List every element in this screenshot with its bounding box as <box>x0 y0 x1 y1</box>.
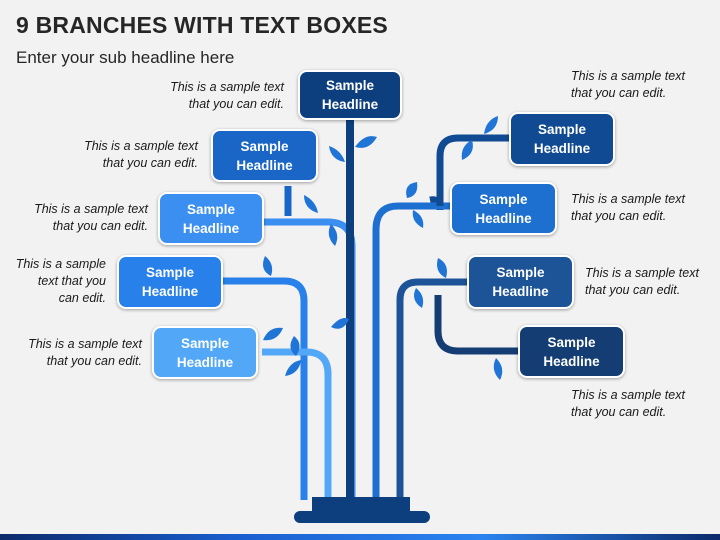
box-headline-line1: Sample <box>145 265 195 280</box>
branch-stem-7 <box>372 202 450 500</box>
leaf-icon <box>412 210 424 228</box>
leaf-icon <box>329 146 345 162</box>
box-headline-line2: Headline <box>176 354 234 370</box>
box-headline-line1: Sample <box>479 191 528 207</box>
box-headline-line1: Sample <box>496 265 545 280</box>
leaf-icon <box>263 256 273 276</box>
leaves <box>263 116 503 380</box>
branch-stem-5 <box>262 348 332 500</box>
leaf-icon <box>484 116 498 134</box>
box-headline-line1: Sample <box>325 78 375 93</box>
leaf-icon <box>331 318 349 329</box>
box-headline-line2: Headline <box>492 284 549 299</box>
tree-base-top <box>312 497 410 513</box>
branch-stem-6 <box>429 134 512 211</box>
box-headline-line2: Headline <box>543 353 600 369</box>
branch-stem-8 <box>396 278 470 500</box>
tree-base-bottom <box>294 511 430 523</box>
branch-stem-4 <box>196 277 308 500</box>
box-headline-line1: Sample <box>180 335 230 351</box>
box-headline-line2: Headline <box>141 284 199 299</box>
leaf-icon <box>406 182 418 198</box>
box-headline-line2: Headline <box>236 157 293 173</box>
leaf-icon <box>328 224 338 246</box>
leaf-icon <box>290 336 300 356</box>
box-headline-line2: Headline <box>321 97 379 112</box>
leaf-icon <box>304 195 318 213</box>
box-headline-line1: Sample <box>547 334 596 350</box>
leaf-icon <box>461 140 473 160</box>
branch-stem-9 <box>434 295 520 355</box>
box-headline-line1: Sample <box>240 138 289 154</box>
box-headline-line2: Headline <box>475 210 532 226</box>
box-headline-line2: Headline <box>182 220 240 236</box>
leaf-icon <box>263 327 283 341</box>
leaf-icon <box>355 136 377 148</box>
box-headline-line2: Headline <box>533 141 591 156</box>
bottom-accent-bar <box>0 534 720 540</box>
leaf-icon <box>414 288 424 308</box>
leaf-icon <box>437 258 447 278</box>
leaf-icon <box>493 358 503 380</box>
page-subtitle: Enter your sub headline here <box>16 48 235 67</box>
page-title: 9 BRANCHES WITH TEXT BOXES <box>16 12 388 38</box>
box-headline-line1: Sample <box>537 122 587 137</box>
box-headline-line1: Sample <box>186 201 236 217</box>
leaf-icon <box>285 360 301 376</box>
